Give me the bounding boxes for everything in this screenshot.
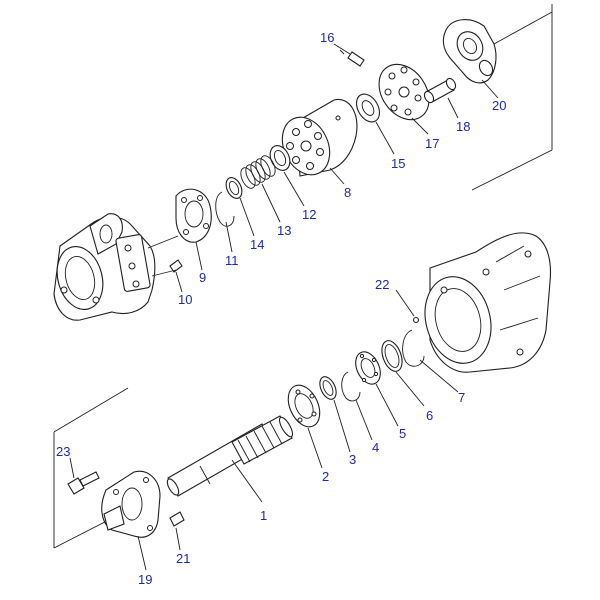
callout-18: 18: [456, 119, 470, 134]
callout-4: 4: [372, 440, 379, 455]
callout-10: 10: [178, 292, 192, 307]
callout-5: 5: [399, 426, 406, 441]
part-7-snap-ring: [402, 329, 425, 367]
callout-23: 23: [56, 444, 70, 459]
part-9-swash-plate: [175, 188, 212, 243]
part-17-valve-plate: [378, 63, 430, 121]
callout-13: 13: [277, 223, 291, 238]
callout-2: 2: [322, 469, 329, 484]
callout-9: 9: [199, 270, 206, 285]
part-13-spring: [240, 155, 276, 189]
part-5-bearing: [355, 351, 381, 385]
part-21-pin: [169, 511, 185, 527]
part-6-ring: [381, 340, 403, 372]
callout-12: 12: [302, 207, 316, 222]
part-2-bearing: [287, 384, 321, 428]
part-8-cylinder-block: [281, 98, 358, 177]
callout-labels: 1 2 3 4 5 6 7 8 9 10 11 12 13 14 15 16 1…: [56, 30, 506, 587]
callout-17: 17: [425, 136, 439, 151]
part-22-ball: [412, 316, 420, 324]
callout-7: 7: [458, 390, 465, 405]
part-3-ring: [319, 376, 337, 400]
callout-1: 1: [260, 508, 267, 523]
part-11-snap-ring: [215, 191, 235, 227]
callout-22: 22: [375, 277, 389, 292]
part-10-pin: [169, 259, 183, 273]
callout-11: 11: [225, 253, 239, 268]
part-23-bolt: [67, 471, 100, 495]
callout-8: 8: [344, 185, 351, 200]
callout-15: 15: [391, 156, 405, 171]
part-18-spool: [423, 77, 457, 104]
part-20-housing-cap: [442, 11, 553, 84]
callout-20: 20: [492, 98, 506, 113]
gear-housing-right: [424, 232, 552, 373]
frame-lines: [53, 4, 553, 549]
callout-14: 14: [250, 237, 264, 252]
callout-19: 19: [138, 572, 152, 587]
callout-21: 21: [176, 551, 190, 566]
part-12-washer: [269, 145, 291, 171]
part-19-bracket: [101, 470, 161, 538]
callout-3: 3: [349, 452, 356, 467]
callout-16: 16: [320, 30, 334, 45]
part-1-drive-shaft: [166, 415, 294, 497]
callout-6: 6: [426, 408, 433, 423]
part-14-ring: [225, 177, 243, 199]
pump-housing-left: [53, 213, 179, 321]
leader-lines: [69, 43, 499, 571]
part-4-snap-ring: [341, 371, 361, 402]
part-16-pin: [339, 49, 365, 67]
part-15-bearing: [355, 93, 381, 123]
